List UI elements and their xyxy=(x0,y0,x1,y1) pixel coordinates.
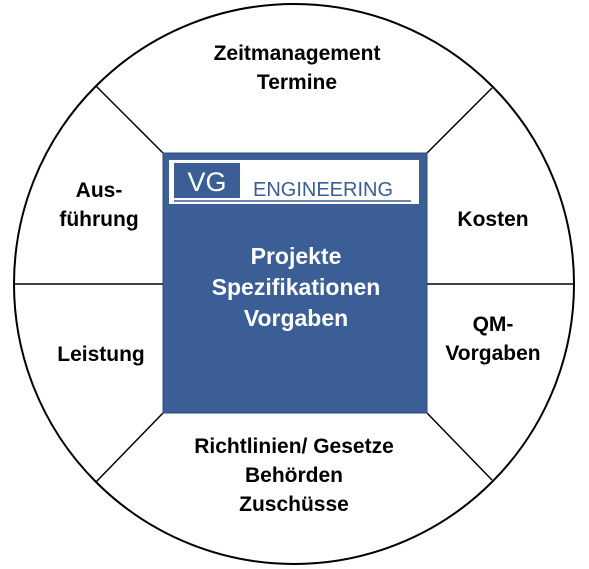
segment-top-line-2: Termine xyxy=(257,71,337,94)
divider-upper-left xyxy=(95,85,164,154)
segment-bottom-line-1: Richtlinien/ Gesetze xyxy=(194,435,394,458)
center-line-projekte: Projekte xyxy=(251,243,342,269)
center-line-spezifikationen: Spezifikationen xyxy=(212,274,381,300)
logo-vg-box xyxy=(174,163,240,198)
center-line-vorgaben: Vorgaben xyxy=(244,305,348,331)
segment-bottom-line-3: Zuschüsse xyxy=(239,493,349,516)
divider-upper-right xyxy=(426,87,493,154)
logo-vg-text: VG xyxy=(187,167,226,197)
vg-engineering-logo: VG ENGINEERING xyxy=(169,160,419,204)
segment-upper-left-line-2: führung xyxy=(59,208,138,231)
segment-bottom-line-2: Behörden xyxy=(245,464,343,487)
segment-upper-left-line-1: Aus- xyxy=(76,179,123,202)
segment-top-line-1: Zeitmanagement xyxy=(214,42,381,65)
logo-engineering-text: ENGINEERING xyxy=(253,179,393,201)
segment-lower-right-line-2: Vorgaben xyxy=(445,342,540,365)
divider-lower-right xyxy=(426,412,493,481)
segment-lower-right-line-1: QM- xyxy=(473,313,514,336)
divider-lower-left xyxy=(95,412,164,483)
segment-lower-left-line-1: Leistung xyxy=(57,343,145,366)
segment-upper-right-line-1: Kosten xyxy=(457,208,528,231)
